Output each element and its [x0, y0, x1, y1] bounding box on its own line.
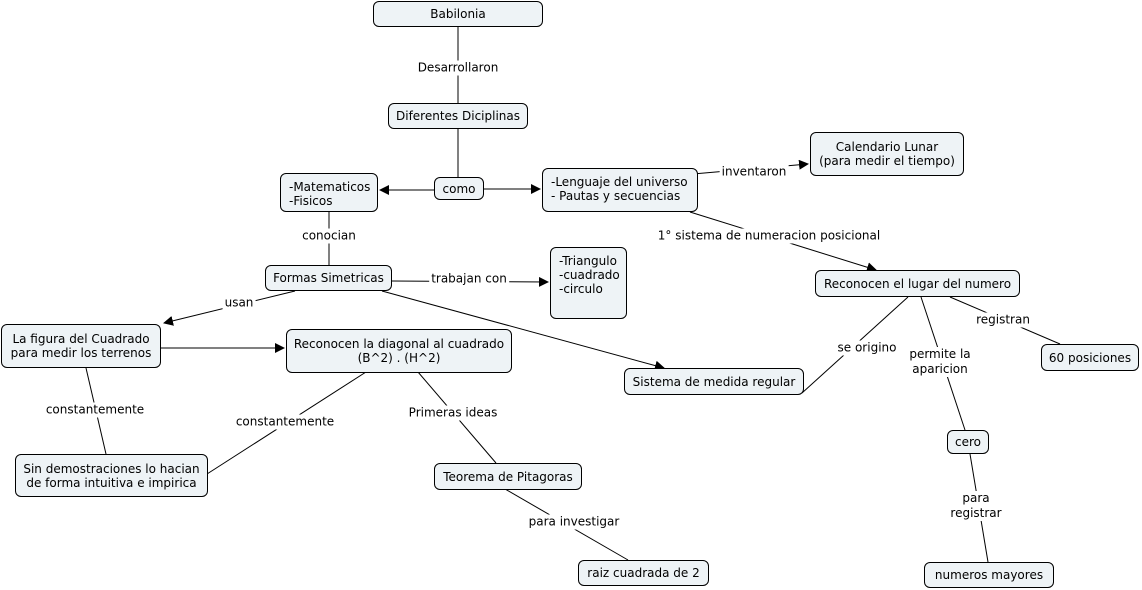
node-lugar-numero[interactable]: Reconocen el lugar del numero: [815, 270, 1020, 297]
node-teorema-pitagoras[interactable]: Teorema de Pitagoras: [434, 463, 582, 490]
node-calendario-lunar[interactable]: Calendario Lunar (para medir el tiempo): [810, 132, 964, 176]
node-triangulo-cuadrado-circulo[interactable]: -Triangulo -cuadrado -circulo: [550, 247, 627, 319]
node-formas-simetricas[interactable]: Formas Simetricas: [265, 265, 392, 291]
node-numeros-mayores[interactable]: numeros mayores: [924, 562, 1054, 588]
node-como[interactable]: como: [434, 177, 484, 200]
node-sistema-medida[interactable]: Sistema de medida regular: [624, 368, 804, 395]
node-raiz-cuadrada[interactable]: raiz cuadrada de 2: [578, 560, 709, 586]
label-constantemente-2: constantemente: [233, 414, 337, 430]
label-inventaron: inventaron: [719, 164, 789, 180]
label-para-investigar: para investigar: [526, 514, 622, 530]
node-diferentes-diciplinas[interactable]: Diferentes Diciplinas: [388, 103, 528, 129]
node-cero[interactable]: cero: [947, 430, 989, 454]
label-trabajan: trabajan con: [429, 271, 509, 287]
node-lenguaje-universo[interactable]: -Lenguaje del universo - Pautas y secuen…: [542, 168, 698, 212]
label-constantemente-1: constantemente: [43, 402, 147, 418]
node-babilonia[interactable]: Babilonia: [373, 1, 543, 27]
label-para-registrar: para registrar: [948, 491, 1004, 521]
label-permite: permite la aparicion: [907, 347, 973, 377]
label-se-origino: se origino: [835, 340, 899, 356]
node-matematicos-fisicos[interactable]: -Matematicos -Fisicos: [280, 173, 378, 212]
label-registran: registran: [974, 312, 1032, 328]
label-primeras-ideas: Primeras ideas: [406, 405, 500, 421]
node-diagonal-cuadrado[interactable]: Reconocen la diagonal al cuadrado (B^2) …: [286, 329, 512, 373]
node-60-posiciones[interactable]: 60 posiciones: [1041, 344, 1139, 371]
label-desarrollaron: Desarrollaron: [415, 60, 501, 76]
label-sistema-numeracion: 1° sistema de numeracion posicional: [655, 228, 883, 244]
node-sin-demostraciones[interactable]: Sin demostraciones lo hacian de forma in…: [15, 454, 208, 497]
node-figura-cuadrado[interactable]: La figura del Cuadrado para medir los te…: [1, 324, 161, 368]
label-usan: usan: [222, 295, 256, 311]
label-conocian: conocian: [300, 228, 358, 244]
link-formas-sistema: [381, 290, 665, 371]
